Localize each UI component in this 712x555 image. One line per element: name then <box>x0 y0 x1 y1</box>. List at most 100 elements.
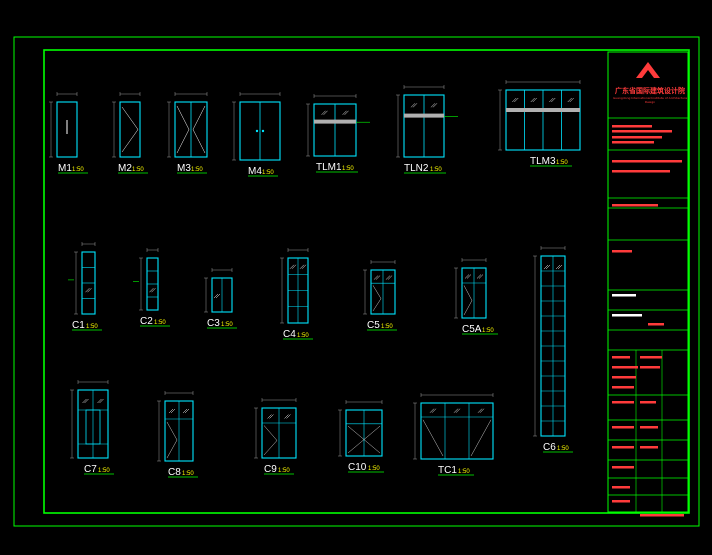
c5-swing-a <box>372 285 382 299</box>
m3-swing-c <box>192 105 206 130</box>
title-block-text-bar-26 <box>640 514 684 517</box>
m3-scale: 1:50 <box>191 167 203 173</box>
c10-label: C10 <box>348 462 367 473</box>
c8-label: C8 <box>168 467 181 478</box>
c8-b-glass-mark-a <box>182 408 188 414</box>
c5a-scale: 1:50 <box>482 328 494 334</box>
tlm1-label: TLM1 <box>316 162 342 173</box>
tc1-label: TC1 <box>438 465 457 476</box>
c6-b-glass-mark-a <box>555 264 561 270</box>
c7-a-glass-mark-b <box>84 398 89 404</box>
title-block-text-bar-10 <box>648 323 664 326</box>
c4-b-glass-mark-a <box>299 264 305 269</box>
title-block-company-en: Guangdong International Institute of Arc… <box>612 96 688 104</box>
title-block-text-bar-19 <box>612 426 634 429</box>
title-block <box>607 51 689 517</box>
tlm1-transom-bar <box>314 119 356 124</box>
tc1-m0-glass-mark-b <box>431 408 437 413</box>
c5-a-glass-mark-a <box>373 275 379 280</box>
title-block-text-bar-0 <box>612 125 652 128</box>
title-block-text-bar-16 <box>612 386 634 389</box>
m2-scale: 1:50 <box>132 167 144 173</box>
m3-label: M3 <box>177 163 191 174</box>
title-block-text-bar-11 <box>612 356 630 359</box>
c5a-label: C5A <box>462 324 482 335</box>
c5a-swing-b <box>463 300 473 316</box>
c4-a-glass-mark-b <box>291 264 297 269</box>
c8-swing-a <box>166 421 178 441</box>
c7-a-glass-mark-a <box>82 398 87 404</box>
title-block-frame <box>607 51 689 513</box>
c5a-a-glass-mark-b <box>466 274 472 279</box>
title-block-text-bar-24 <box>612 486 630 489</box>
c5-label: C5 <box>367 320 380 331</box>
tln2-transom-bar <box>404 113 444 118</box>
title-block-text-bar-13 <box>612 366 638 369</box>
c4-label: C4 <box>283 329 296 340</box>
tln2-a-glass-mark-b <box>412 103 418 108</box>
c1-scale: 1:50 <box>86 324 98 330</box>
c8-a-glass-mark-a <box>168 408 174 414</box>
tc1-m1-glass-mark-a <box>453 408 459 413</box>
title-block-text-bar-14 <box>640 366 660 369</box>
tlm3-m1-glass-mark-b <box>532 97 537 103</box>
c8-b-glass-mark-b <box>184 408 190 414</box>
outer-sheet-border <box>13 36 700 527</box>
title-block-text-bar-2 <box>612 136 662 139</box>
c5-scale: 1:50 <box>381 324 393 330</box>
c6-b-glass-mark-b <box>557 264 563 270</box>
tlm1-b-glass-mark-b <box>344 110 349 115</box>
title-block-text-bar-22 <box>640 446 658 449</box>
tlm1-a-glass-mark-b <box>323 110 328 115</box>
m3-swing-d <box>192 129 206 154</box>
c7-b-glass-mark-a <box>97 398 102 404</box>
c9-b-glass-mark-b <box>286 414 291 419</box>
c4-scale: 1:50 <box>297 333 309 339</box>
c3-scale: 1:50 <box>221 322 233 328</box>
c9-scale: 1:50 <box>278 468 290 474</box>
tlm1-scale: 1:50 <box>342 166 354 172</box>
c1-a-glass-mark-b <box>87 288 92 293</box>
tln2-b-glass-mark-b <box>432 103 438 108</box>
c5-a-glass-mark-b <box>375 275 381 280</box>
tlm3-m1-glass-mark-a <box>530 97 535 103</box>
tlm1-a-glass-mark-a <box>321 110 326 115</box>
title-block-text-bar-4 <box>612 160 682 163</box>
m2-swing-b <box>121 129 139 153</box>
c9-b-glass-mark-a <box>284 414 289 419</box>
m3-swing-b <box>176 129 190 154</box>
c6-a-glass-mark-a <box>543 264 549 270</box>
c4-b-glass-mark-b <box>301 264 307 269</box>
c6-a-glass-mark-b <box>545 264 551 270</box>
tlm3-scale: 1:50 <box>556 160 568 166</box>
tln2-a-glass-mark-a <box>410 103 416 108</box>
c5-b-glass-mark-b <box>387 275 393 280</box>
tc1-scale: 1:50 <box>458 469 470 475</box>
c3-label: C3 <box>207 318 220 329</box>
tlm3-label: TLM3 <box>530 156 556 167</box>
tc1-m0-glass-mark-a <box>429 408 435 413</box>
tc1-swing-b <box>470 419 492 457</box>
c10-scale: 1:50 <box>368 466 380 472</box>
tc1-frame <box>420 402 494 460</box>
c9-label: C9 <box>264 464 277 475</box>
title-block-text-bar-15 <box>612 376 636 379</box>
m4-knob-l <box>255 129 259 133</box>
c9-a-glass-mark-a <box>267 414 272 419</box>
m2-frame <box>119 101 141 158</box>
c7-label: C7 <box>84 464 97 475</box>
c7-b-glass-mark-b <box>99 398 104 404</box>
c5-b-glass-mark-a <box>385 275 391 280</box>
